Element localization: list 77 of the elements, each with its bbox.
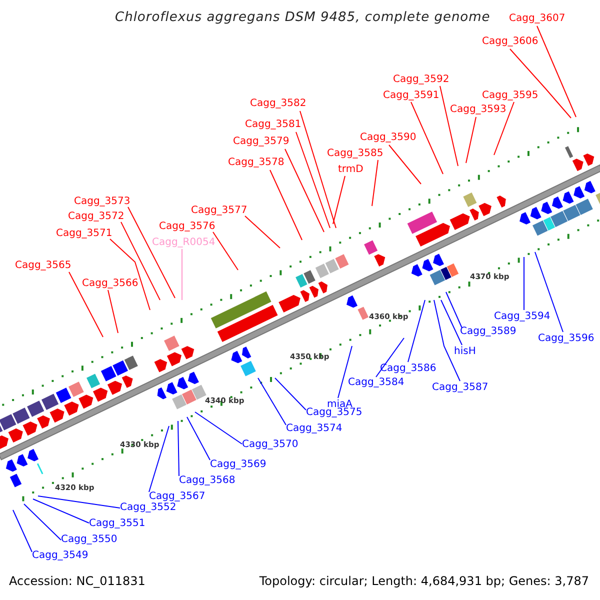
gene-label: Cagg_3571	[56, 227, 112, 240]
leader-line	[284, 148, 324, 232]
gene-label: hisH	[454, 345, 476, 358]
gene-label: Cagg_3594	[494, 310, 550, 323]
gene-label: Cagg_3582	[250, 97, 306, 110]
leader-line	[68, 272, 104, 338]
gene-label: Cagg_3550	[61, 533, 118, 546]
gene-label: Cagg_3587	[432, 381, 488, 394]
leader-line	[466, 116, 476, 164]
leader-line	[296, 132, 330, 228]
gene-label: Cagg_3581	[245, 118, 302, 131]
leader-line	[446, 292, 462, 328]
genome-summary-text: Topology: circular; Length: 4,684,931 bp; Genes: 3,787	[259, 574, 589, 588]
gene-label: Cagg_3577	[191, 204, 248, 217]
leader-line	[494, 102, 514, 156]
gene-label: Cagg_3565	[15, 259, 72, 272]
gene-label: Cagg_3592	[393, 73, 450, 86]
leader-line	[12, 510, 32, 552]
leader-line	[212, 232, 238, 270]
leader-line	[38, 496, 120, 508]
leader-line	[510, 48, 572, 118]
leader-line	[338, 346, 352, 398]
title: Chloroflexus aggregans DSM 9485, complete genome	[115, 10, 490, 25]
leader-line	[244, 216, 280, 248]
leader-line	[110, 238, 150, 310]
gene-label: Cagg_3572	[68, 210, 124, 223]
leader-line	[440, 86, 458, 166]
gene-label: Cagg_3591	[383, 89, 440, 102]
gene-label: Cagg_3567	[149, 490, 206, 503]
leader-line	[258, 378, 286, 426]
gene-label: Cagg_3579	[233, 135, 290, 148]
gene-label: Cagg_3568	[179, 474, 236, 487]
leader-line	[178, 420, 180, 476]
gene-label: Cagg_3576	[159, 220, 216, 233]
gene-label: Cagg_3606	[482, 35, 538, 48]
gene-label: Cagg_3574	[286, 422, 342, 435]
gene-label: Cagg_3570	[242, 438, 298, 451]
gene-label: Cagg_3593	[450, 103, 506, 116]
gene-label: Cagg_3607	[509, 12, 566, 25]
leader-line	[186, 416, 210, 460]
leader-line	[274, 378, 306, 410]
gene-label: Cagg_3549	[32, 549, 88, 562]
leader-line	[194, 412, 242, 444]
gene-label: Cagg_3595	[482, 89, 538, 102]
leader-line	[332, 176, 346, 224]
gene-label: Cagg_3596	[538, 332, 594, 345]
leader-line	[534, 252, 564, 332]
leader-line	[128, 206, 176, 298]
gene-label: Cagg_3584	[348, 376, 404, 389]
gene-label: Cagg_R0054	[152, 236, 216, 249]
leader-line	[108, 290, 118, 334]
gene-label: Cagg_3573	[74, 195, 130, 208]
gene-label: trmD	[338, 163, 364, 176]
leader-line	[24, 504, 62, 540]
leader-line	[408, 300, 426, 362]
leader-line	[376, 338, 404, 378]
leader-line	[120, 222, 160, 300]
gene-label: Cagg_3589	[460, 325, 516, 338]
gene-label: Cagg_3578	[228, 156, 284, 169]
accession-text: Accession: NC_011831	[9, 574, 146, 588]
gene-label: Cagg_3585	[327, 147, 384, 160]
leader-line	[536, 26, 576, 118]
leader-line	[388, 144, 422, 184]
gene-label: Cagg_3566	[82, 277, 138, 290]
leader-line	[434, 300, 460, 382]
gene-label: Cagg_3551	[89, 517, 146, 530]
gene-label: Cagg_3575	[306, 406, 362, 419]
leader-line	[300, 110, 336, 228]
gene-label: Cagg_3569	[210, 458, 266, 471]
leader-line	[440, 300, 462, 346]
leader-line	[372, 160, 378, 206]
gene-label: Cagg_3590	[360, 131, 416, 144]
gene-label: Cagg_3552	[120, 501, 176, 514]
leader-line	[410, 102, 444, 174]
leader-line	[32, 498, 90, 524]
leader-line	[270, 170, 302, 240]
leader-line	[148, 426, 170, 492]
